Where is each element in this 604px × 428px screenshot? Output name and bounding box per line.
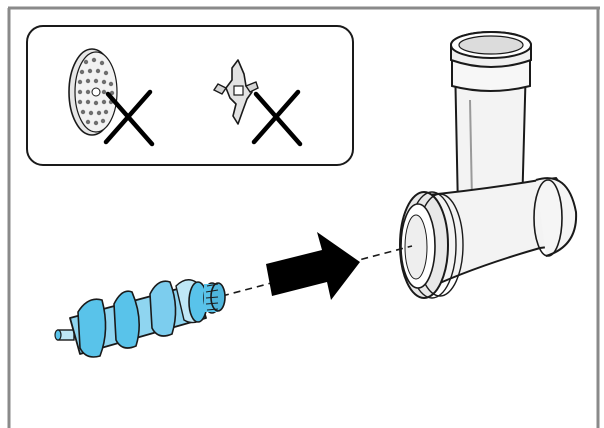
feed-screw-icon	[54, 279, 226, 358]
grinder-housing-icon	[399, 31, 578, 299]
cutting-blade-icon	[212, 59, 259, 125]
cross-icon	[251, 89, 303, 147]
perforated-disc-icon	[68, 48, 118, 136]
cross-icon	[103, 89, 155, 147]
push-arrow-icon	[266, 232, 360, 300]
not-needed-parts-panel	[26, 25, 354, 166]
figure-frame	[7, 6, 600, 428]
